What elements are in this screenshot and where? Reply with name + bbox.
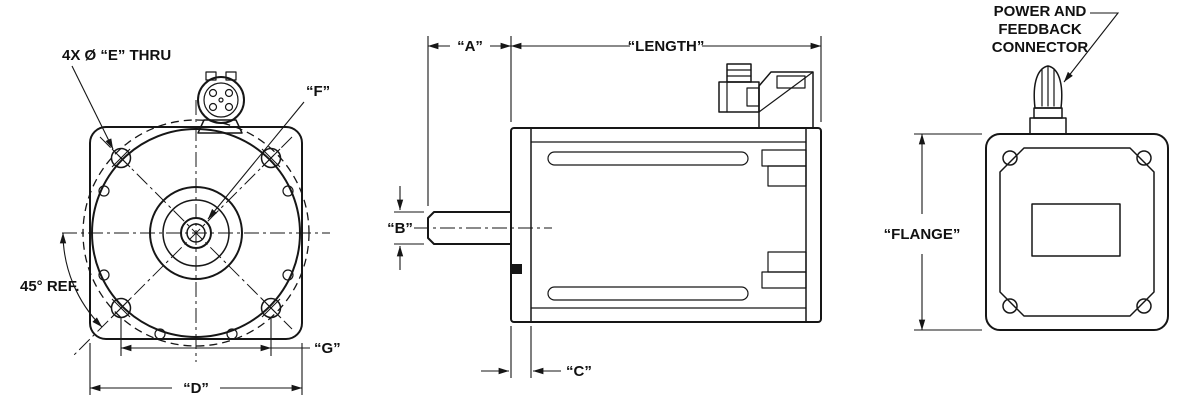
nameplate: [1031, 203, 1121, 257]
connector-pin: [224, 102, 234, 112]
motor-body-outline: [510, 127, 822, 323]
angle-ref-label: 45° REF.: [20, 278, 79, 295]
connector-base: [197, 119, 243, 134]
front-view: 4X Ø “E” THRU “F” 45° REF. “G” “D”: [20, 47, 341, 397]
shaft-callout-leader: [207, 101, 305, 220]
dim-d: “D”: [89, 343, 303, 397]
connector-pin: [224, 88, 234, 98]
body-slot: [547, 151, 749, 166]
dim-d-label: “D”: [183, 380, 209, 397]
rear-view: POWER AND FEEDBACK CONNECTOR “FLANGE”: [884, 3, 1169, 331]
holes-callout-leader: [71, 65, 114, 150]
diagonal-centerline: [73, 136, 293, 356]
cable-gland: [726, 63, 752, 83]
dim-a-label: “A”: [457, 38, 483, 55]
dim-b: “B”: [387, 186, 424, 270]
housing-detail: [776, 75, 806, 89]
power-connector-side: [718, 63, 814, 129]
dim-length-label: “LENGTH”: [628, 38, 705, 55]
shaft-circles: [149, 186, 243, 280]
connector-housing: [758, 71, 814, 129]
connector-pin: [218, 97, 224, 103]
dim-flange: “FLANGE”: [884, 133, 982, 331]
rear-mounting-holes: [1002, 150, 1152, 314]
dim-flange-label: “FLANGE”: [884, 226, 961, 243]
connector-pin: [208, 88, 218, 98]
dim-length: “LENGTH”: [510, 36, 822, 122]
housing-chamfer-line: [758, 71, 814, 113]
dim-c: “C”: [481, 326, 592, 380]
connector-callout-line2: FEEDBACK: [998, 21, 1082, 38]
body-detail-block: [761, 271, 807, 289]
body-detail-block: [767, 251, 807, 273]
side-view: “A” “LENGTH” “B” “C”: [387, 36, 822, 380]
body-detail-block: [761, 149, 807, 167]
body-detail-block: [767, 165, 807, 187]
connector-plug: [718, 81, 760, 113]
dim-g: “G”: [120, 318, 341, 357]
holes-callout-label: 4X Ø “E” THRU: [62, 47, 171, 64]
dim-c-label: “C”: [566, 363, 592, 380]
rear-flange-outline: [985, 133, 1169, 331]
signal-connector-front: [197, 71, 245, 134]
body-plug: [512, 264, 522, 274]
connector-collar: [1033, 107, 1063, 119]
rear-housing-octagon: [999, 147, 1155, 317]
connector-insert: [203, 82, 239, 118]
mounting-holes: [110, 147, 282, 319]
dim-g-label: “G”: [314, 340, 341, 357]
angle-ref-arc: [59, 232, 103, 328]
power-feedback-connector-rear: [1029, 65, 1067, 135]
connector-callout-leader: [1063, 12, 1120, 83]
connector-shell: [197, 76, 245, 124]
connector-pin: [208, 102, 218, 112]
housing-screws: [98, 185, 294, 340]
plug-latch: [746, 87, 760, 107]
dim-a: “A”: [427, 36, 512, 206]
shaft-callout-label: “F”: [306, 83, 330, 100]
connector-callout-line3: CONNECTOR: [992, 39, 1089, 56]
connector-base: [1029, 117, 1067, 135]
dim-b-label: “B”: [387, 220, 413, 237]
body-slot: [547, 286, 749, 301]
connector-callout-line1: POWER AND: [994, 3, 1087, 20]
